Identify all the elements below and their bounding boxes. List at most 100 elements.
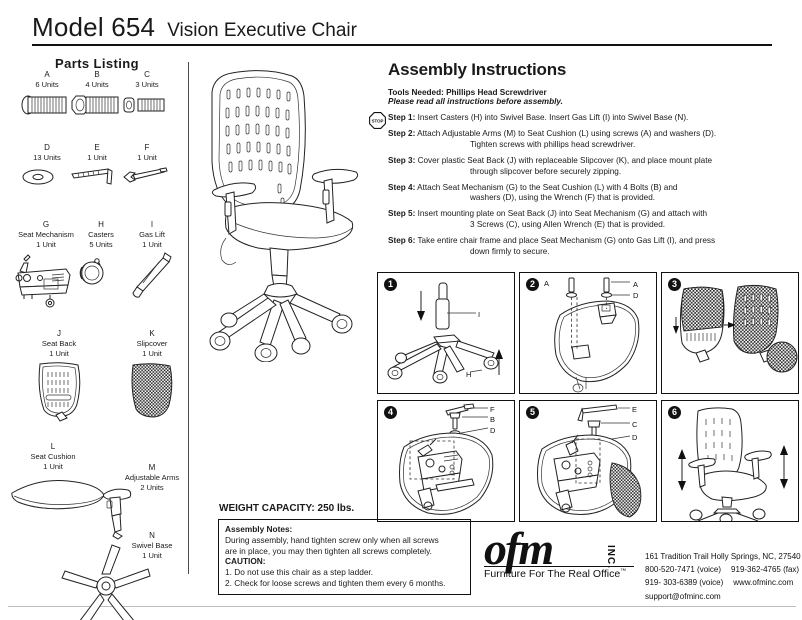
diagram-box-2: 2 A A D <box>519 272 657 394</box>
part-units: 5 Units <box>89 239 113 249</box>
assembly-step-5: Step 5: Insert mounting plate on Seat Ba… <box>388 209 798 231</box>
step-text: Cover plastic Seat Back (J) with replace… <box>417 155 713 165</box>
part-letter: F <box>144 143 150 152</box>
diagram-number: 6 <box>668 406 681 419</box>
part-letter: A <box>44 70 50 79</box>
diagram-number: 2 <box>526 278 539 291</box>
diagram-number: 4 <box>384 406 397 419</box>
parts-listing-panel: Parts Listing A 6 Units <box>6 52 188 620</box>
part-letter: J <box>57 329 61 338</box>
caution-item-1: 1. Do not use this chair as a step ladde… <box>225 567 374 578</box>
part-units: 6 Units <box>35 80 59 90</box>
company-contact-info: 161 Tradition Trail Holly Springs, NC, 2… <box>645 550 801 603</box>
assembly-step-3: Step 3: Cover plastic Seat Back (J) with… <box>388 156 798 178</box>
part-item-d: D 13 Units <box>14 143 80 189</box>
part-item-a: A 6 Units <box>14 70 80 118</box>
part-letter: B <box>94 70 100 79</box>
tools-needed-text: Tools Needed: Phillips Head Screwdriver <box>388 88 547 97</box>
diagram-number: 5 <box>526 406 539 419</box>
step-text-cont: 3 Screws (C), using Allen Wrench (E) tha… <box>470 220 666 230</box>
part-letter: N <box>149 531 155 540</box>
svg-text:STOP: STOP <box>372 119 384 124</box>
diagram-box-4: 4 F B D <box>377 400 515 522</box>
model-name: Vision Executive Chair <box>167 20 357 41</box>
contact-website[interactable]: www.ofminc.com <box>733 578 794 588</box>
step-text: Insert Casters (H) into Swivel Base. Ins… <box>417 113 689 122</box>
part-item-m: M Adjustable Arms 2 Units <box>119 463 185 492</box>
caution-heading: CAUTION: <box>225 556 266 567</box>
caster-icon <box>68 251 134 291</box>
contact-fax: 919-362-4765 (fax) <box>731 565 800 575</box>
assembly-instructions-title: Assembly Instructions <box>388 60 567 79</box>
diagram-box-1: 1 I H <box>377 272 515 394</box>
part-units: 1 Unit <box>43 461 63 471</box>
assembly-instructions-panel: Assembly Instructions STOP Tools Needed:… <box>369 60 798 263</box>
part-letter: G <box>42 220 50 229</box>
step-label: Step 6: <box>388 236 416 246</box>
part-units: 1 Unit <box>36 239 56 249</box>
part-letter: M <box>148 463 156 472</box>
part-units: 3 Units <box>135 80 159 90</box>
model-number: Model 654 <box>32 12 156 42</box>
part-name: Slipcover <box>136 339 168 349</box>
part-letter: L <box>50 442 56 451</box>
diagram-number: 3 <box>668 278 681 291</box>
part-units: 1 Unit <box>49 348 69 358</box>
socket-screw-icon <box>114 92 180 118</box>
part-name: Seat Back <box>41 339 77 349</box>
weight-capacity-text: WEIGHT CAPACITY: 250 lbs. <box>219 503 355 514</box>
washer-icon <box>14 165 80 189</box>
part-units: 1 Unit <box>142 348 162 358</box>
diagram-label-b: B <box>490 415 496 424</box>
caution-item-2: 2. Check for loose screws and tighten th… <box>225 577 446 588</box>
part-item-g: G Seat Mechanism 1 Unit <box>10 220 82 309</box>
part-letter: I <box>150 220 154 229</box>
diagram-label-d: D <box>490 426 496 435</box>
allen-wrench-icon <box>64 165 130 189</box>
contact-phone-voice-2: 919- 303-6389 (voice) <box>645 578 724 588</box>
adjustable-arm-icon <box>98 484 138 540</box>
part-item-c: C 3 Units <box>114 70 180 118</box>
part-letter: H <box>98 220 104 229</box>
step-label: Step 3: <box>388 155 416 165</box>
step-text-cont: washers (D), using the Wrench (F) that i… <box>470 193 656 203</box>
assembly-notes-heading: Assembly Notes: <box>225 524 293 534</box>
wrench-icon <box>114 165 180 189</box>
step-text: Attach Adjustable Arms (M) to Seat Cushi… <box>417 128 717 138</box>
part-name: Adjustable Arms <box>124 473 180 483</box>
diagram-label-i: I <box>478 310 481 319</box>
part-letter: E <box>94 143 100 152</box>
part-units: 13 Units <box>33 153 61 163</box>
seat-back-icon <box>26 360 92 423</box>
flange-bolt-icon <box>64 92 130 118</box>
diagram-box-5: 5 E C D <box>519 400 657 522</box>
assembly-notes-line-2: are in place, you may then tighten all s… <box>225 545 432 556</box>
diagram-label-f: F <box>490 405 495 414</box>
part-name: Gas Lift <box>139 230 165 240</box>
step-label: Step 4: <box>388 182 416 192</box>
diagram-number: 1 <box>384 278 397 291</box>
contact-email[interactable]: support@ofminc.com <box>645 591 721 601</box>
brand-inc-text: INC. <box>605 545 616 569</box>
pan-head-screw-icon <box>14 92 80 118</box>
part-units: 1 Unit <box>87 153 107 163</box>
company-logo: ofm INC. Furniture For The Real Office™ <box>484 525 644 580</box>
brand-tagline-text: Furniture For The Real Office <box>484 568 621 581</box>
step-label: Step 5: <box>388 209 416 219</box>
stop-icon: STOP <box>369 112 386 129</box>
part-units: 1 Unit <box>142 550 162 560</box>
contact-phone-voice-1: 800-520-7471 (voice) <box>645 565 722 575</box>
step-label: Step 2: <box>388 128 416 138</box>
header-divider <box>32 44 772 46</box>
part-item-e: E 1 Unit <box>64 143 130 189</box>
seat-cushion-icon <box>6 475 110 515</box>
swivel-base-icon <box>54 542 158 620</box>
diagram-label-h: H <box>466 370 472 379</box>
step-text-cont: Tighten screws with phillips head screwd… <box>470 139 636 149</box>
diagram-box-6: 6 <box>661 400 799 522</box>
part-item-i: I Gas Lift 1 Unit <box>119 220 185 301</box>
brand-tagline: Furniture For The Real Office™ <box>484 566 634 580</box>
diagram-label-a-right: A <box>633 280 639 289</box>
diagram-box-3: 3 <box>661 272 799 394</box>
